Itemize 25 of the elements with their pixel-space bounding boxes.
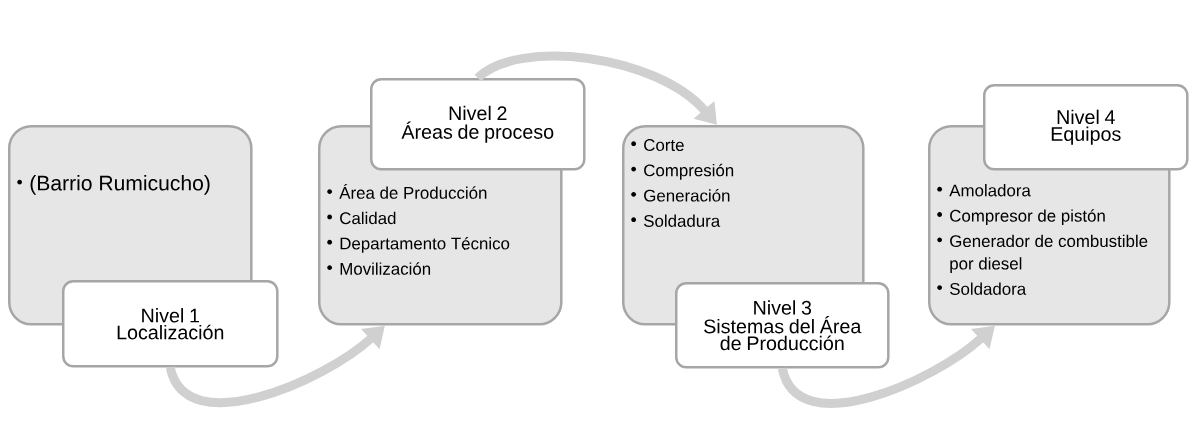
list-item: Departamento Técnico [327, 236, 510, 253]
label-box [675, 282, 890, 369]
list-item: Compresor de pistón [937, 209, 1105, 226]
level-heading: Nivel 2 [449, 105, 507, 121]
level-title: Sistemas del Área de Producción [704, 316, 862, 351]
label-box [983, 84, 1189, 171]
list-item: Soldadora [937, 282, 1027, 295]
list-item: Soldadura [631, 214, 721, 227]
level-heading: Nivel 4 [1057, 109, 1115, 125]
level-heading: Nivel 3 [754, 300, 812, 315]
list-item: Área de Producción [327, 184, 487, 199]
list-item: (Barrio Rumicucho) [17, 175, 210, 195]
list-item: Movilización [327, 262, 431, 275]
label-box [62, 280, 279, 368]
list-item: Amoladora [937, 184, 1031, 197]
level-title: Equipos [1051, 126, 1121, 145]
list-item: Calidad [327, 211, 396, 225]
list-item: Generador de combustible por diesel [937, 234, 1148, 273]
list-item: Generación [631, 189, 730, 202]
label-box [370, 78, 586, 171]
list-item: Corte [631, 139, 684, 151]
level-title: Áreas de proceso [401, 121, 554, 143]
level-title: Localización [117, 324, 224, 340]
level-heading: Nivel 1 [142, 308, 199, 323]
list-item: Compresión [631, 163, 734, 180]
